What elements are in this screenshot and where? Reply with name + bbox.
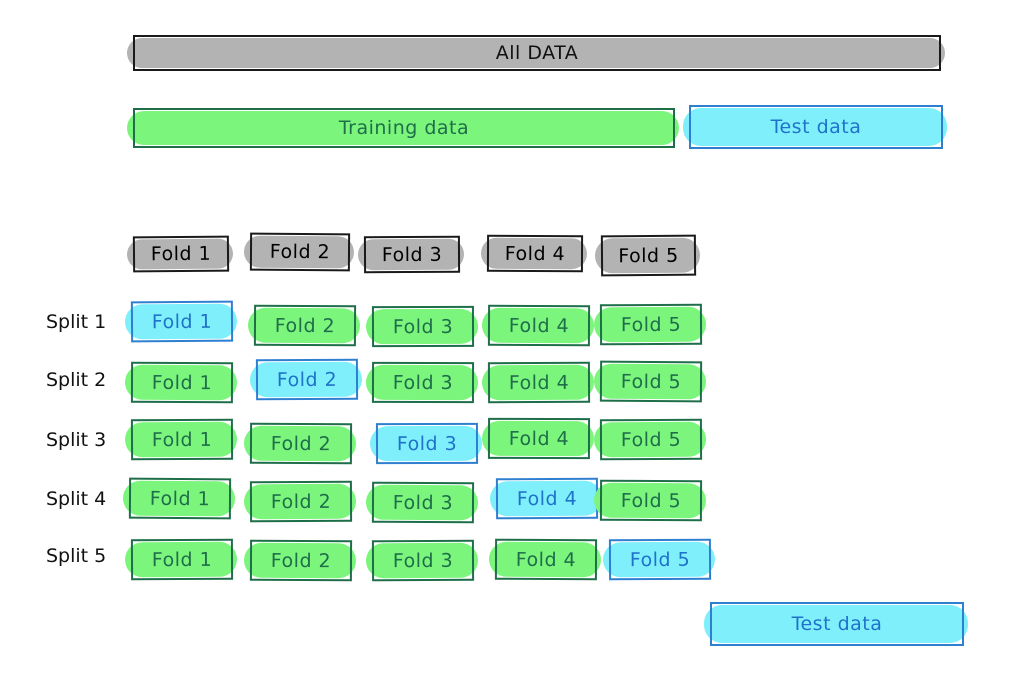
train-fold-cell: Fold 2 [243,480,357,523]
training-data-bar: Training data [127,108,679,148]
train-fold-cell: Fold 2 [243,422,357,465]
train-fold-cell: Fold 2 [247,304,361,347]
train-fold-cell: Fold 4 [481,304,595,347]
test-data-bar: Test data [683,105,947,149]
train-fold-cell: Fold 4 [481,417,595,460]
test-fold-cell: Fold 1 [124,300,238,343]
cell-label: Fold 5 [629,548,691,571]
test-fold-cell: Fold 5 [602,538,716,581]
cell-label: Fold 4 [508,371,570,394]
cell-label: Fold 1 [149,487,211,510]
train-fold-cell: Fold 1 [124,538,238,581]
fold-header-5: Fold 5 [594,234,701,277]
train-fold-cell: Fold 3 [365,305,479,348]
train-fold-cell: Fold 1 [124,418,238,461]
train-fold-cell: Fold 1 [124,361,238,404]
train-fold-cell: Fold 1 [122,477,236,520]
test-data-fill [683,108,947,146]
training-data-label: Training data [338,117,470,139]
train-fold-cell: Fold 4 [488,538,602,581]
cell-label: Fold 2 [270,490,332,513]
cell-label: Fold 4 [516,487,578,510]
cell-label: Fold 5 [620,489,682,512]
cell-label: Fold 2 [276,368,338,391]
bottom-test-data-fill [704,605,968,643]
fold-header-label: Fold 5 [618,244,679,267]
bottom-test-data-label: Test data [791,613,883,635]
test-fold-cell: Fold 2 [249,358,363,401]
cell-label: Fold 2 [270,549,332,572]
split-label-4: Split 4 [46,488,107,510]
train-fold-cell: Fold 5 [593,303,707,346]
split-label-5: Split 5 [46,545,107,567]
train-fold-cell: Fold 5 [593,479,707,522]
cell-label: Fold 4 [508,314,570,337]
train-fold-cell: Fold 3 [365,361,479,404]
train-fold-cell: Fold 4 [481,361,595,404]
all-data-label: All DATA [495,42,579,64]
train-fold-cell: Fold 5 [593,418,707,461]
fold-header-label: Fold 3 [381,243,443,266]
test-data-label: Test data [770,116,862,138]
train-fold-cell: Fold 5 [593,360,707,403]
test-fold-cell: Fold 3 [369,422,483,465]
fold-header-label: Fold 1 [150,242,212,266]
cell-label: Fold 1 [151,371,213,394]
train-fold-cell: Fold 2 [243,539,357,582]
cell-label: Fold 3 [392,549,454,572]
cell-label: Fold 3 [392,315,454,338]
all-data-fill [127,38,945,68]
fold-header-label: Fold 4 [504,242,566,265]
train-fold-cell: Fold 3 [365,539,479,582]
cell-label: Fold 3 [392,491,454,514]
cell-label: Fold 5 [620,370,682,393]
cell-label: Fold 1 [151,310,213,333]
cell-label: Fold 1 [151,428,213,451]
fold-header-3: Fold 3 [357,235,465,274]
training-data-fill [127,111,679,145]
all-data-bar: All DATA [127,35,945,71]
fold-header-1: Fold 1 [126,235,234,273]
bottom-test-data-bar: Test data [704,602,968,646]
fold-header-4: Fold 4 [480,234,588,273]
cell-label: Fold 4 [508,427,570,450]
cell-label: Fold 2 [270,432,332,455]
train-fold-cell: Fold 3 [365,481,479,524]
split-label-2: Split 2 [46,369,107,391]
cell-label: Fold 3 [396,432,458,455]
test-fold-cell: Fold 4 [489,477,603,520]
fold-header-label: Fold 2 [269,240,331,264]
cell-label: Fold 4 [515,548,577,571]
cell-label: Fold 5 [620,428,682,451]
cell-label: Fold 5 [620,313,682,336]
split-label-3: Split 3 [46,429,107,451]
cell-label: Fold 3 [392,371,454,394]
cell-label: Fold 2 [274,314,336,337]
fold-header-2: Fold 2 [243,232,355,272]
cell-label: Fold 1 [151,548,213,571]
split-label-1: Split 1 [46,311,107,333]
